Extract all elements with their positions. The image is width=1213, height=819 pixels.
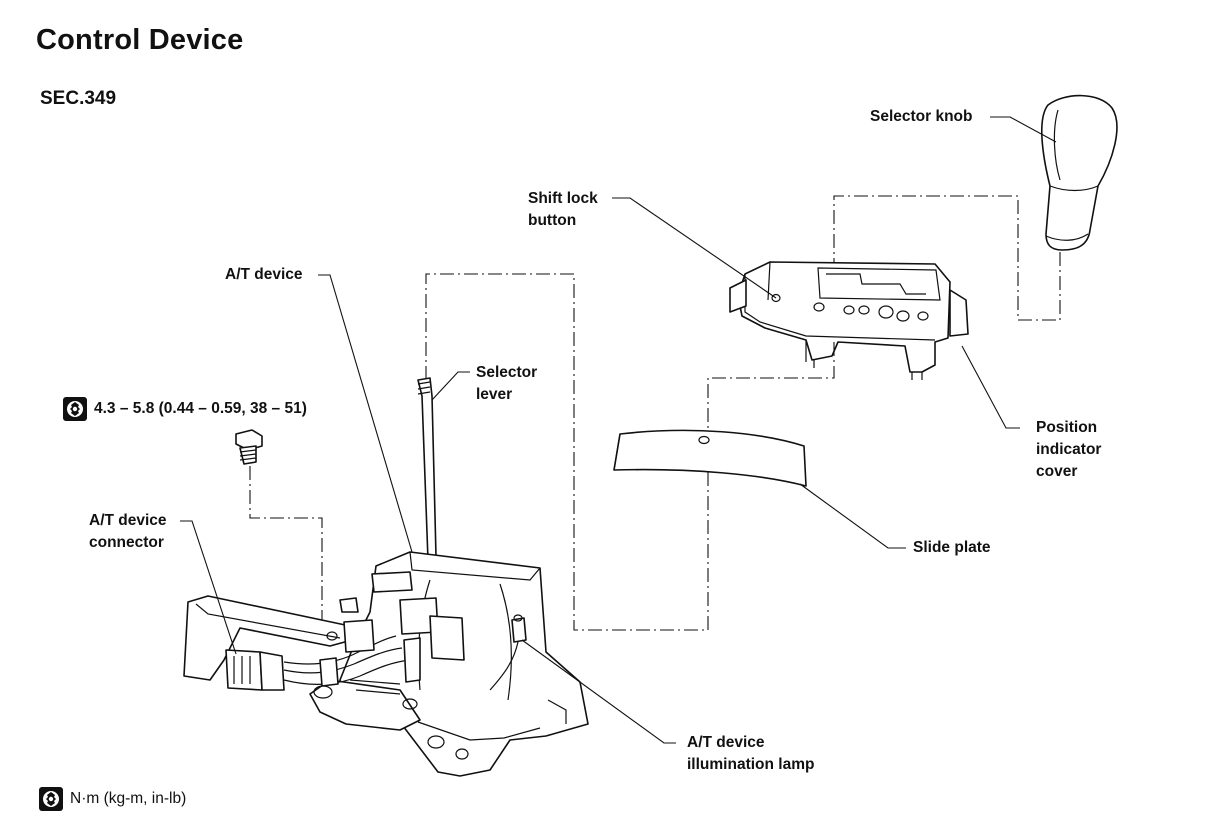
label-position-indicator-line3: cover: [1036, 463, 1078, 480]
label-selector-lever-line1: Selector: [476, 364, 538, 381]
label-position-indicator-line2: indicator: [1036, 441, 1102, 458]
label-at-device: A/T device: [225, 266, 303, 283]
label-shift-lock-line2: button: [528, 212, 577, 229]
label-selector-knob: Selector knob: [870, 108, 973, 125]
leader-slide-plate: [799, 483, 906, 549]
leader-position-indicator: [961, 345, 1020, 429]
label-position-indicator-cover: Position indicator cover: [1036, 417, 1101, 483]
leader-shift-lock: [612, 197, 777, 299]
leader-selector-lever: [431, 371, 470, 401]
at-device-assembly: [183, 551, 589, 777]
leader-illumination: [521, 639, 676, 744]
leader-selector-knob: [990, 116, 1057, 143]
selector-knob: [1040, 94, 1118, 251]
label-selector-lever: Selector lever: [476, 362, 537, 406]
bolt: [235, 429, 263, 465]
label-at-connector-line2: connector: [89, 534, 164, 551]
label-shift-lock-button: Shift lock button: [528, 188, 598, 232]
slide-plate: [613, 429, 807, 487]
label-position-indicator-line1: Position: [1036, 419, 1098, 436]
label-shift-lock-line1: Shift lock: [528, 190, 598, 207]
knob-dash-line: [833, 195, 1061, 321]
label-at-connector-line1: A/T device: [89, 512, 167, 529]
label-illumination-line2: illumination lamp: [687, 756, 815, 773]
cover-dash-line: [707, 342, 835, 436]
selector-lever: [417, 377, 437, 561]
bolt-dash-line: [249, 466, 323, 632]
torque-value: 4.3 – 5.8 (0.44 – 0.59, 38 – 51): [94, 400, 307, 417]
position-indicator-cover: [729, 261, 969, 380]
wrench-torque-icon: [63, 397, 87, 421]
label-at-device-connector: A/T device connector: [89, 510, 167, 554]
units-legend: N·m (kg-m, in-lb): [38, 786, 186, 812]
leader-at-device: [318, 274, 413, 553]
slide-dash-line: [425, 273, 709, 631]
section-number: SEC.349: [40, 88, 117, 109]
units-legend-text: N·m (kg-m, in-lb): [70, 790, 187, 807]
label-selector-lever-line2: lever: [476, 386, 513, 403]
wrench-torque-icon: [39, 787, 63, 811]
page-title: Control Device: [36, 24, 244, 56]
leader-at-connector: [180, 520, 237, 655]
torque-spec: 4.3 – 5.8 (0.44 – 0.59, 38 – 51): [62, 396, 307, 422]
label-at-device-illumination-lamp: A/T device illumination lamp: [687, 732, 814, 776]
label-illumination-line1: A/T device: [687, 734, 765, 751]
label-slide-plate: Slide plate: [913, 539, 991, 556]
